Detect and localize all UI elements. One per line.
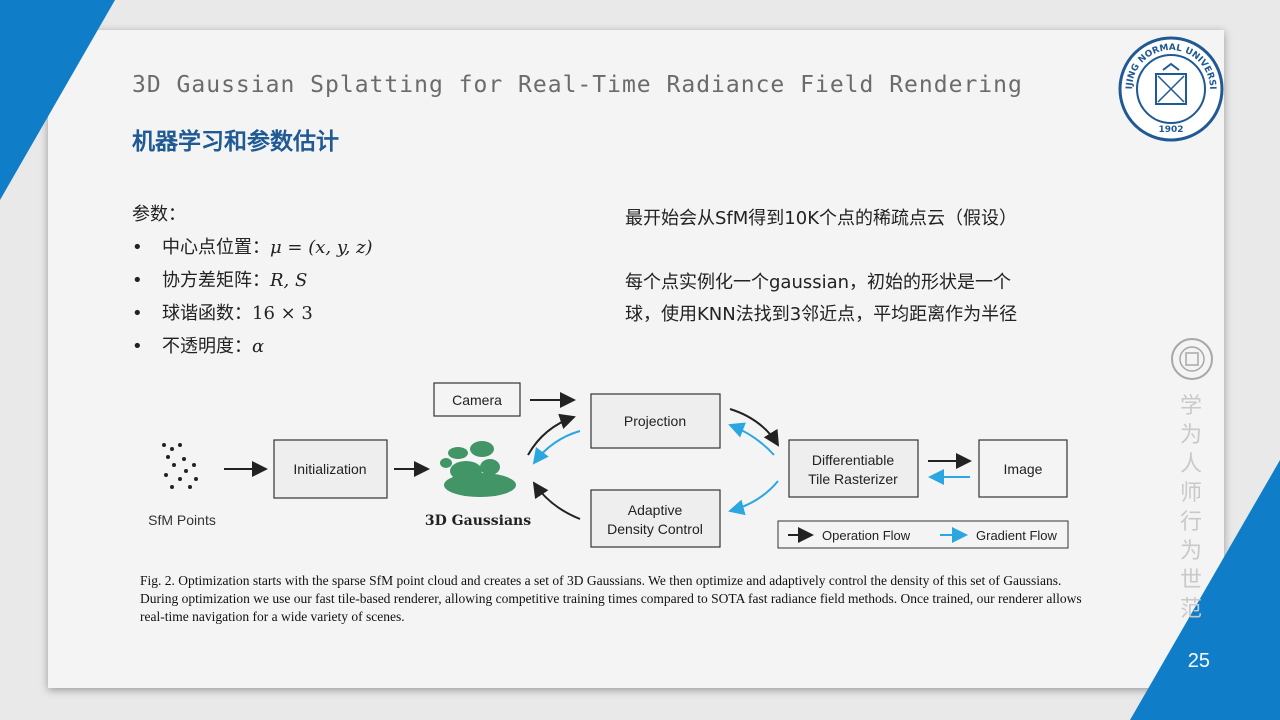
motto-calligraphy: 学 为 人 师 行 为 世 范 <box>1180 394 1203 622</box>
camera-label: Camera <box>452 392 502 408</box>
projection-box <box>590 393 721 449</box>
legend-operation-label: Operation Flow <box>822 528 911 543</box>
rasterizer-label-line1: Differentiable <box>812 452 894 468</box>
note-sfm: 最开始会从SfM得到10K个点的稀疏点云（假设） <box>625 208 1017 229</box>
param-item: 协方差矩阵：R, S <box>132 264 373 297</box>
university-logo-icon: BEIJING NORMAL UNIVERSITY 1902 <box>1118 36 1224 142</box>
rasterizer-box <box>788 439 919 498</box>
sfm-points-label: SfM Points <box>148 512 216 528</box>
corner-decoration-bottom-right <box>1130 460 1280 720</box>
initialization-label: Initialization <box>293 461 366 477</box>
legend: Operation Flow Gradient Flow <box>777 520 1069 549</box>
image-box <box>978 439 1068 498</box>
gaussians-blob-icon <box>440 441 516 497</box>
figure-caption: Fig. 2. Optimization starts with the spa… <box>140 573 1082 624</box>
svg-text:1902: 1902 <box>1158 125 1183 135</box>
adaptive-density-box <box>590 489 721 548</box>
rasterizer-label-line2: Tile Rasterizer <box>808 471 898 487</box>
note-gaussian-line2: 球，使用KNN法找到3邻近点，平均距离作为半径 <box>625 304 1018 325</box>
note-gaussian-line1: 每个点实例化一个gaussian，初始的形状是一个 <box>625 272 1012 293</box>
small-university-seal-icon <box>1171 338 1213 380</box>
camera-box <box>433 382 521 417</box>
gaussians-label: 3D Gaussians <box>425 513 531 529</box>
param-item: 不透明度：α <box>132 330 373 363</box>
adaptive-label-line1: Adaptive <box>628 502 683 518</box>
image-label: Image <box>1004 461 1043 477</box>
slide-title: 3D Gaussian Splatting for Real-Time Radi… <box>132 72 1023 98</box>
sfm-points-icon <box>162 443 198 489</box>
projection-label: Projection <box>624 413 686 429</box>
initialization-box <box>273 439 388 499</box>
corner-decoration-top-left <box>0 0 115 200</box>
slide-subtitle: 机器学习和参数估计 <box>132 129 339 155</box>
page-number: 25 <box>1187 650 1210 672</box>
notes-block: 最开始会从SfM得到10K个点的稀疏点云（假设） 每个点实例化一个gaussia… <box>625 203 1017 331</box>
params-heading: 参数： <box>132 204 186 225</box>
params-block: 参数： 中心点位置：μ = (x, y, z) 协方差矩阵：R, S 球谐函数：… <box>132 198 373 363</box>
param-item: 球谐函数：16 × 3 <box>132 297 373 330</box>
adaptive-label-line2: Density Control <box>607 521 703 537</box>
params-list: 中心点位置：μ = (x, y, z) 协方差矩阵：R, S 球谐函数：16 ×… <box>132 231 373 363</box>
legend-gradient-label: Gradient Flow <box>976 528 1058 543</box>
pipeline-diagram: SfM Points Initialization 3D Gaussians C… <box>148 382 1069 549</box>
param-item: 中心点位置：μ = (x, y, z) <box>132 231 373 264</box>
